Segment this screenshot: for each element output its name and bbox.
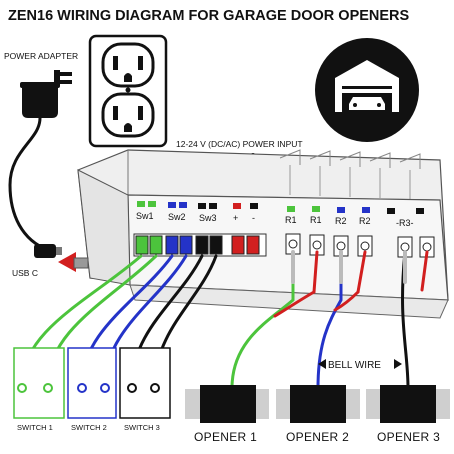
terminal-r2a-label: R2 [335, 216, 347, 226]
terminal-plus-label: + [233, 213, 238, 223]
switch-3 [119, 347, 171, 419]
power-input-label: 12-24 V (DC/AC) POWER INPUT [176, 139, 303, 149]
power-adapter-icon [20, 70, 72, 118]
opener-1 [185, 385, 269, 423]
switch-2-label: SWITCH 2 [71, 423, 107, 432]
switch-3-label: SWITCH 3 [124, 423, 160, 432]
diagram-title: ZEN16 WIRING DIAGRAM FOR GARAGE DOOR OPE… [8, 8, 410, 24]
terminal-r3-label: -R3- [396, 218, 414, 228]
bell-wire-label-group: BELL WIRE [318, 359, 402, 371]
opener-2 [276, 385, 360, 423]
switch-1-label: SWITCH 1 [17, 423, 53, 432]
terminal-r1b-label: R1 [310, 215, 322, 225]
opener-2-label: OPENER 2 [286, 430, 349, 444]
opener-3-label: OPENER 3 [377, 430, 440, 444]
terminal-r2b-label: R2 [359, 216, 371, 226]
adapter-cable [8, 117, 49, 252]
switch-1 [13, 347, 65, 419]
terminal-sw3-label: Sw3 [199, 213, 217, 223]
switch-2 [67, 347, 117, 419]
cable-sheaths [291, 250, 407, 284]
terminal-tabs [137, 201, 424, 214]
relay-terminal-block [285, 233, 435, 258]
arrow-icon [58, 252, 76, 272]
power-adapter-label: POWER ADAPTER [4, 51, 78, 61]
opener-1-label: OPENER 1 [194, 430, 257, 444]
terminal-sw2-label: Sw2 [168, 212, 186, 222]
bell-wire-label: BELL WIRE [328, 360, 381, 371]
garage-icon [315, 38, 419, 142]
terminal-minus-label: - [252, 213, 255, 223]
input-terminal-block [133, 233, 267, 257]
outlet-icon [88, 34, 168, 148]
usb-c-plug [34, 244, 62, 258]
opener-3 [366, 385, 450, 423]
usb-c-label: USB C [12, 268, 38, 278]
terminal-sw1-label: Sw1 [136, 211, 154, 221]
terminal-r1a-label: R1 [285, 215, 297, 225]
